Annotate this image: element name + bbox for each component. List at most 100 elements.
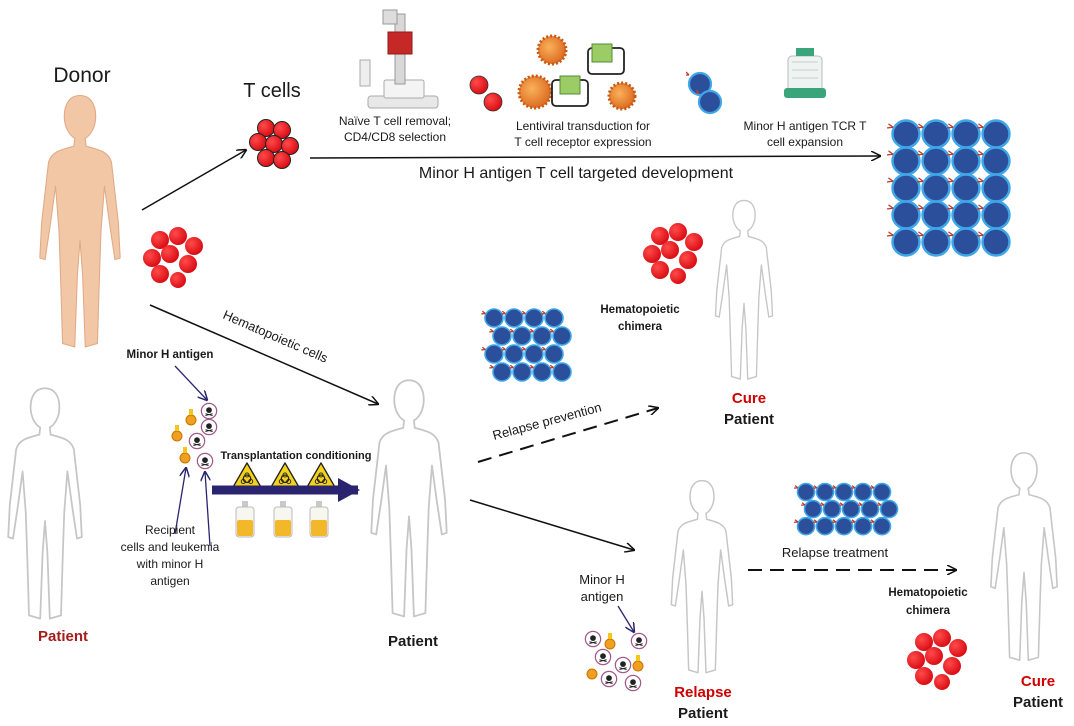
naive-removal-line2: CD4/CD8 selection [344, 130, 446, 144]
cure-patient-top-figure [714, 199, 774, 380]
tcr-t-cell [977, 200, 1011, 230]
relapse-prevention-label: Relapse prevention [491, 399, 603, 442]
tcr-t-cell [481, 344, 504, 364]
tcr-t-cell [813, 482, 835, 502]
hemato-chimera-bottom-line2: chimera [906, 605, 951, 617]
tcr-t-cell [870, 516, 892, 536]
expanded-tcr-cluster [887, 119, 1011, 257]
tcr-t-cell [549, 326, 572, 346]
tcr-t-cell [977, 146, 1011, 176]
relapse-patient-label: Patient [678, 705, 728, 722]
minor-h-antigen-label: Minor H antigen [127, 349, 214, 361]
tcr-t-cell [813, 516, 835, 536]
naive-removal-line1: Naïve T cell removal; [339, 114, 451, 128]
tcr-t-cell [917, 200, 951, 230]
tcr-t-cell [887, 119, 921, 149]
culture-bag-icon [784, 48, 826, 98]
arrow-relapse-prevention [477, 408, 658, 463]
recipient-line2: cells and leukemia [121, 540, 220, 554]
cure-top-patient-label: Patient [724, 411, 774, 428]
tcr-t-cell [481, 308, 504, 328]
t-cell-cluster [249, 119, 299, 169]
lentiviral-line1: Lentiviral transduction for [516, 119, 650, 133]
tcr-t-cell [489, 326, 512, 346]
relapse-label: Relapse [674, 684, 732, 701]
arrow-to-relapse [469, 499, 634, 550]
cell-separator-icon [359, 9, 439, 109]
arrow-minor-h [174, 365, 207, 400]
arrow-recipient-2 [205, 472, 211, 547]
arrow-minor-h-bottom [617, 605, 634, 632]
infusion-bag-icon [273, 500, 293, 538]
tcr-t-cell [489, 362, 512, 382]
recipient-line3: with minor H [136, 557, 204, 571]
tcr-t-cell [820, 499, 842, 519]
hemato-chimera-top-line2: chimera [618, 321, 663, 333]
tcr-t-cell [832, 516, 854, 536]
tcr-t-cell [887, 200, 921, 230]
tcr-t-cell [917, 227, 951, 257]
cure-bottom-label: Cure [1021, 673, 1055, 690]
tcr-t-cell [541, 308, 564, 328]
cure-top-label: Cure [732, 390, 766, 407]
prevention-tcr-cluster [481, 308, 572, 382]
tcr-t-cell [521, 308, 544, 328]
arrow-recipient-1 [174, 468, 186, 535]
tcr-t-cell [521, 344, 544, 364]
tcr-t-cell [947, 146, 981, 176]
tcr-t-cell [851, 516, 873, 536]
chimera-red-cluster-bottom [907, 629, 967, 690]
donor-label: Donor [53, 64, 110, 87]
biohazard-icon [232, 462, 262, 488]
tcr-t-cell [917, 173, 951, 203]
expansion-line1: Minor H antigen TCR T [744, 119, 868, 133]
treatment-tcr-cluster [794, 482, 899, 536]
tcr-t-cell [877, 499, 899, 519]
lentivirus-icon [517, 34, 637, 111]
relapse-patient-figure [670, 479, 734, 674]
biohazard-icon [306, 462, 336, 488]
cure-patient-bottom-figure [990, 452, 1058, 662]
tcr-t-cell [794, 516, 816, 536]
infusion-bag-icon [235, 500, 255, 538]
hematopoietic-cells-label: Hematopoietic cells [221, 307, 331, 366]
tcr-t-cell [858, 499, 880, 519]
lentiviral-line2: T cell receptor expression [514, 135, 651, 149]
arrow-hematopoietic [149, 304, 378, 404]
relapse-treatment-label: Relapse treatment [782, 545, 889, 560]
patient-center-label: Patient [388, 633, 438, 650]
tcr-t-cell [977, 119, 1011, 149]
tcr-t-cell [832, 482, 854, 502]
hemato-chimera-top-line1: Hematopoietic [600, 304, 680, 316]
expansion-line2: cell expansion [767, 135, 843, 149]
t-cells-label: T cells [243, 80, 300, 102]
transplant-conditioning-label: Transplantation conditioning [221, 450, 372, 462]
tcr-t-cell [977, 227, 1011, 257]
tcr-t-cell [977, 173, 1011, 203]
tcr-t-cell [794, 482, 816, 502]
biohazard-icon [270, 462, 300, 488]
tcr-t-cell [501, 344, 524, 364]
minor-h-bottom-line1: Minor H [579, 572, 625, 587]
patient-left-label: Patient [38, 628, 88, 645]
tcr-t-cell [887, 146, 921, 176]
tcr-t-cell [501, 308, 524, 328]
tcr-t-cell [529, 362, 552, 382]
tcr-t-cell [541, 344, 564, 364]
tcr-t-cell [509, 362, 532, 382]
relapse-cells-cluster [584, 630, 648, 692]
two-red-cells [469, 75, 503, 112]
tcr-t-cell [887, 173, 921, 203]
donor-figure [39, 94, 121, 348]
cure-bottom-patient-label: Patient [1013, 694, 1063, 711]
chimera-red-cluster-top [643, 223, 703, 284]
minor-h-bottom-line2: antigen [581, 589, 624, 604]
tcr-t-cell [947, 173, 981, 203]
tcr-t-cell [549, 362, 572, 382]
donor-red-cluster [143, 227, 203, 288]
arrow-donor-to-tcells [141, 150, 246, 211]
tcr-t-cell [851, 482, 873, 502]
infusion-bag-icon [309, 500, 329, 538]
recipient-line1: Recipient [145, 523, 196, 537]
